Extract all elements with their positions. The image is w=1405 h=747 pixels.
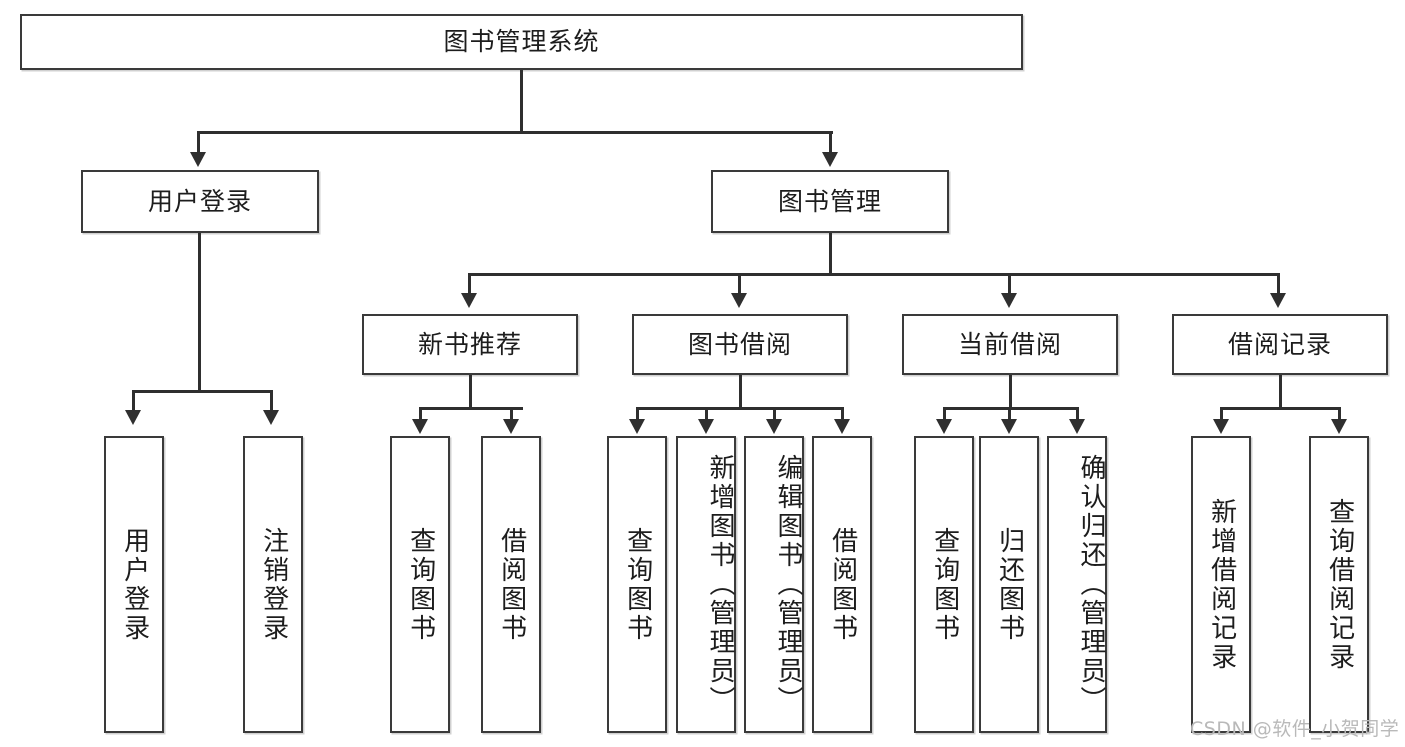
csdn-watermark: CSDN @软件_小贺同学 xyxy=(1190,718,1400,740)
node-borrow-record[interactable]: 借阅记录 xyxy=(1172,314,1388,375)
connector-borrow-record-bus xyxy=(1220,407,1340,410)
arrowhead-borrow-record-to-leaf-1 xyxy=(1213,419,1229,434)
arrowhead-bm-to-new-book xyxy=(461,293,477,308)
arrowhead-current-borrow-to-leaf-3 xyxy=(1069,419,1085,434)
connector-book-borrow-to-leaf-1 xyxy=(636,407,639,422)
connector-borrow-record-stem xyxy=(1279,375,1282,410)
connector-root-to-book-management xyxy=(829,131,832,155)
connector-user-login-stem xyxy=(198,233,201,393)
arrowhead-root-to-user-login xyxy=(190,152,206,167)
arrowhead-root-to-book-management xyxy=(822,152,838,167)
connector-bm-to-current-borrow xyxy=(1008,273,1011,296)
leaf-add-book-admin[interactable]: 新增图书（管理员） xyxy=(676,436,736,733)
connector-user-login-to-leaf-2 xyxy=(270,390,273,413)
connector-current-borrow-stem xyxy=(1009,375,1012,410)
arrowhead-user-login-to-leaf-2 xyxy=(263,410,279,425)
arrowhead-book-borrow-to-leaf-4 xyxy=(834,419,850,434)
leaf-borrow-book[interactable]: 借阅图书 xyxy=(812,436,872,733)
connector-bm-to-new-book xyxy=(468,273,471,296)
connector-book-borrow-bus xyxy=(636,407,844,410)
node-current-borrow[interactable]: 当前借阅 xyxy=(902,314,1118,375)
leaf-logout[interactable]: 注销登录 xyxy=(243,436,303,733)
leaf-user-login[interactable]: 用户登录 xyxy=(104,436,164,733)
arrowhead-book-borrow-to-leaf-1 xyxy=(629,419,645,434)
leaf-query-book-borrow[interactable]: 查询图书 xyxy=(607,436,667,733)
connector-root-to-user-login xyxy=(197,131,200,155)
arrowhead-borrow-record-to-leaf-2 xyxy=(1331,419,1347,434)
node-user-login[interactable]: 用户登录 xyxy=(81,170,319,233)
connector-new-book-to-leaf-2 xyxy=(510,407,513,422)
leaf-add-borrow-record[interactable]: 新增借阅记录 xyxy=(1191,436,1251,733)
leaf-borrow-book-new-recommendation[interactable]: 借阅图书 xyxy=(481,436,541,733)
connector-borrow-record-to-leaf-2 xyxy=(1338,407,1341,422)
leaf-edit-book-admin[interactable]: 编辑图书（管理员） xyxy=(744,436,804,733)
connector-new-book-bus xyxy=(419,407,523,410)
connector-bm-to-borrow-record xyxy=(1277,273,1280,296)
connector-book-management-stem xyxy=(829,233,832,275)
arrowhead-current-borrow-to-leaf-1 xyxy=(936,419,952,434)
leaf-query-book-new-recommendation[interactable]: 查询图书 xyxy=(390,436,450,733)
connector-book-borrow-to-leaf-2 xyxy=(705,407,708,422)
connector-new-book-to-leaf-1 xyxy=(419,407,422,422)
connector-current-borrow-to-leaf-1 xyxy=(943,407,946,422)
node-root-book-management-system[interactable]: 图书管理系统 xyxy=(20,14,1023,70)
connector-root-bus xyxy=(198,131,833,134)
node-book-borrow[interactable]: 图书借阅 xyxy=(632,314,848,375)
arrowhead-bm-to-book-borrow xyxy=(731,293,747,308)
connector-user-login-to-leaf-1 xyxy=(132,390,135,413)
connector-bm-to-book-borrow xyxy=(738,273,741,296)
node-new-book-recommendation[interactable]: 新书推荐 xyxy=(362,314,578,375)
arrowhead-new-book-to-leaf-1 xyxy=(412,419,428,434)
leaf-query-borrow-record[interactable]: 查询借阅记录 xyxy=(1309,436,1369,733)
connector-current-borrow-to-leaf-3 xyxy=(1076,407,1079,422)
arrowhead-current-borrow-to-leaf-2 xyxy=(1001,419,1017,434)
connector-root-stem xyxy=(520,70,523,133)
connector-new-book-stem xyxy=(469,375,472,410)
leaf-return-book[interactable]: 归还图书 xyxy=(979,436,1039,733)
connector-current-borrow-to-leaf-2 xyxy=(1008,407,1011,422)
connector-book-borrow-stem xyxy=(739,375,742,410)
connector-book-borrow-to-leaf-4 xyxy=(841,407,844,422)
connector-book-management-bus xyxy=(468,273,1280,276)
leaf-query-book-current-borrow[interactable]: 查询图书 xyxy=(914,436,974,733)
connector-book-borrow-to-leaf-3 xyxy=(773,407,776,422)
arrowhead-user-login-to-leaf-1 xyxy=(125,410,141,425)
arrowhead-new-book-to-leaf-2 xyxy=(503,419,519,434)
arrowhead-bm-to-current-borrow xyxy=(1001,293,1017,308)
arrowhead-bm-to-borrow-record xyxy=(1270,293,1286,308)
connector-borrow-record-to-leaf-1 xyxy=(1220,407,1223,422)
node-book-management[interactable]: 图书管理 xyxy=(711,170,949,233)
arrowhead-book-borrow-to-leaf-3 xyxy=(766,419,782,434)
arrowhead-book-borrow-to-leaf-2 xyxy=(698,419,714,434)
connector-user-login-bus xyxy=(132,390,272,393)
leaf-confirm-return-admin[interactable]: 确认归还（管理员） xyxy=(1047,436,1107,733)
